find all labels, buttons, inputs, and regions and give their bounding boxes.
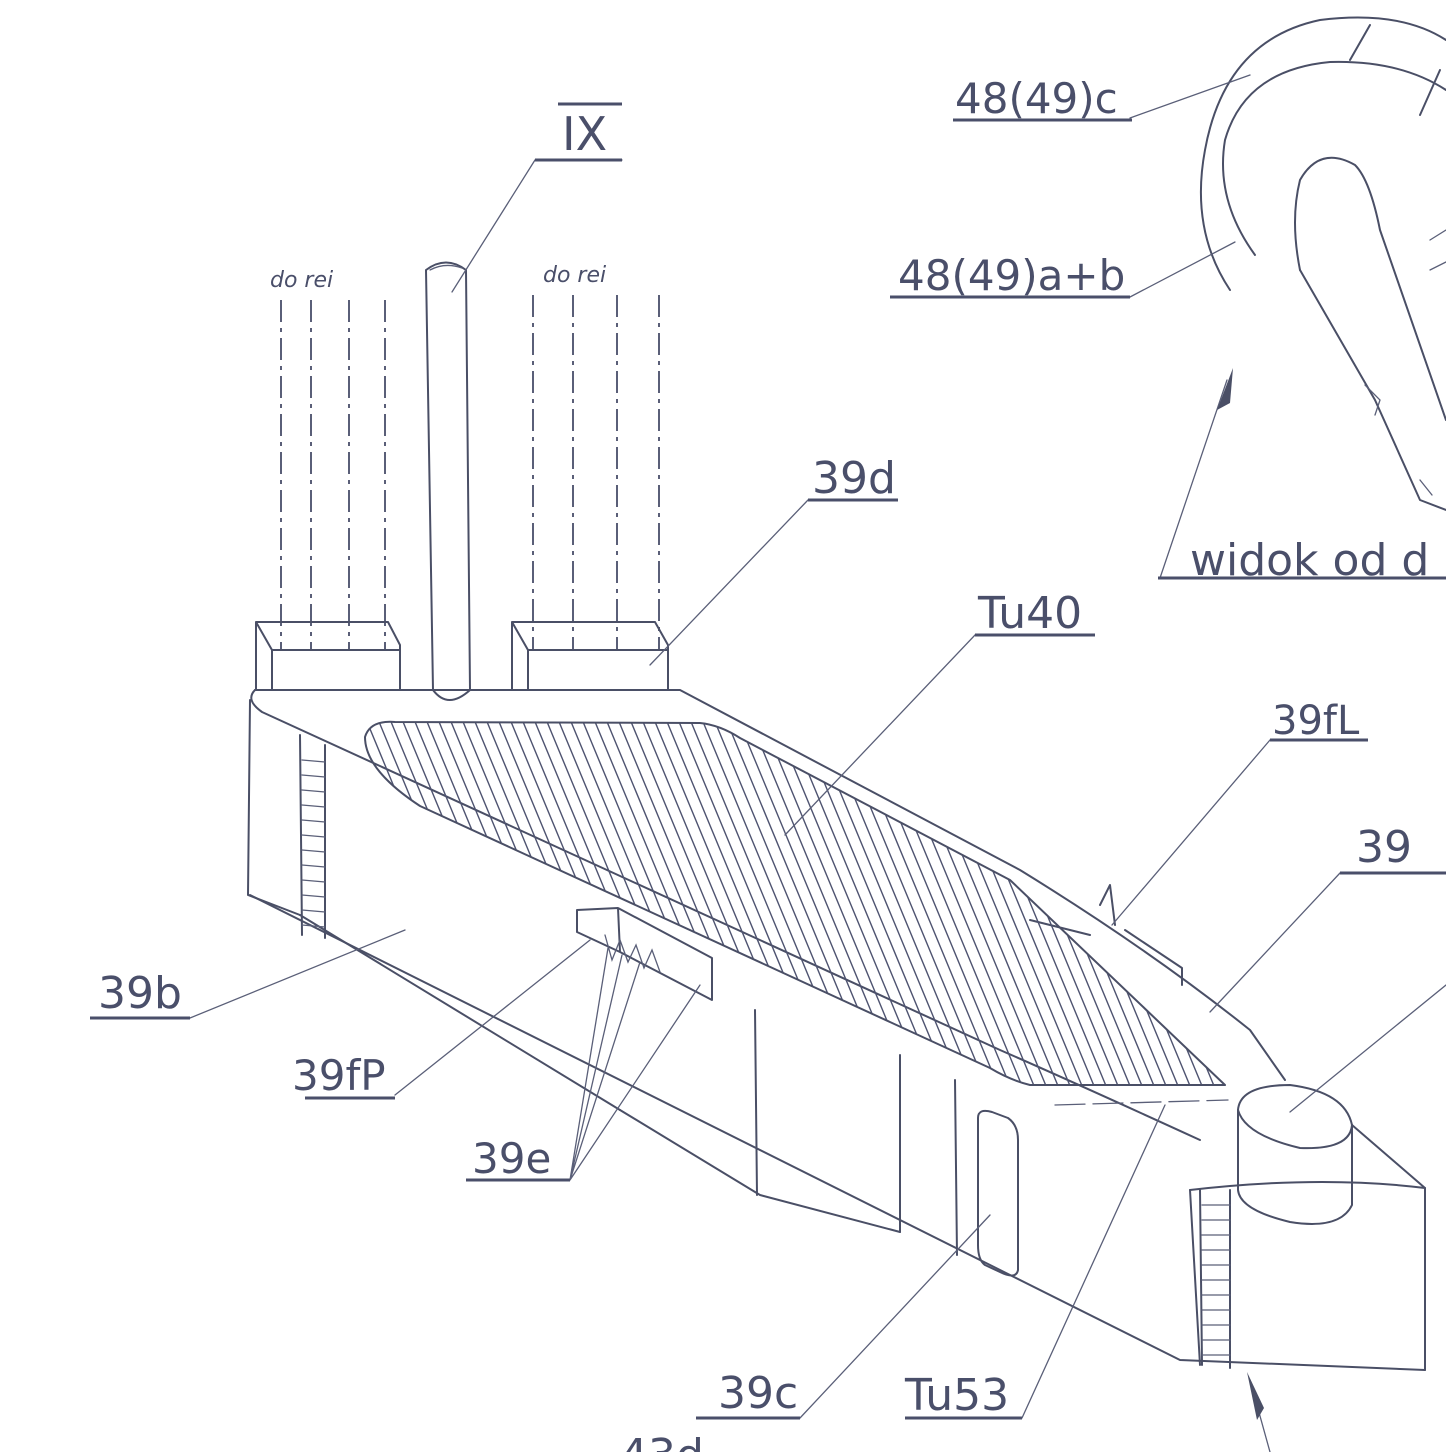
label-48ab: 48(49)a+b xyxy=(890,251,1130,300)
rail-lines-left xyxy=(280,300,386,650)
leader-lines xyxy=(189,74,1446,1452)
label-tu40: Tu40 xyxy=(975,588,1095,639)
pulley-view xyxy=(1199,16,1446,511)
label-43d: 43d xyxy=(620,1430,704,1452)
label-39e-text: 39e xyxy=(472,1134,551,1183)
label-48c-text: 48(49)c xyxy=(955,74,1118,123)
label-39-text: 39 xyxy=(1356,822,1412,873)
hatch-pattern xyxy=(365,700,1446,1110)
main-body xyxy=(247,689,1426,1371)
hatch-line xyxy=(1342,700,1446,1110)
label-39e: 39e xyxy=(466,1134,570,1183)
hatched-section xyxy=(364,700,1446,1110)
hatch-line xyxy=(1294,700,1446,1110)
label-39: 39 xyxy=(1340,822,1446,875)
label-39d-text: 39d xyxy=(812,453,896,504)
hatch-line xyxy=(1306,700,1446,1110)
label-ix-text: IX xyxy=(562,107,607,161)
label-48c: 48(49)c xyxy=(953,74,1132,123)
hatch-line xyxy=(1378,700,1446,1110)
rail-box-right xyxy=(511,621,669,691)
rail-box-left xyxy=(255,621,401,691)
pipe-ix xyxy=(425,261,471,701)
hatch-line xyxy=(1149,721,1225,1085)
label-ix: IX xyxy=(535,102,622,162)
label-tu53-text: Tu53 xyxy=(904,1370,1009,1421)
hatch-line xyxy=(1113,721,1225,1085)
label-39b: 39b xyxy=(90,968,190,1020)
hatch-line xyxy=(1209,721,1225,1085)
hatch-line xyxy=(1137,721,1225,1085)
label-39fL: 39fL xyxy=(1270,698,1368,744)
hatch-line xyxy=(365,721,433,1085)
hatch-line xyxy=(1318,700,1446,1110)
hatch-line xyxy=(1185,721,1225,1085)
hatch-line xyxy=(1282,700,1446,1110)
label-39fP-text: 39fP xyxy=(292,1051,386,1100)
hatch-line xyxy=(1125,721,1225,1085)
hatch-line xyxy=(1246,700,1416,1110)
view-arrow xyxy=(1158,368,1446,580)
hatch-line xyxy=(1173,721,1225,1085)
label-do-rei-right: do rei xyxy=(543,263,606,288)
label-39b-text: 39b xyxy=(98,968,182,1019)
hatch-line xyxy=(1258,700,1428,1110)
hatch-line xyxy=(1330,700,1446,1110)
label-tu40-text: Tu40 xyxy=(977,588,1082,639)
label-48ab-text: 48(49)a+b xyxy=(898,251,1125,300)
hatch-line xyxy=(1366,700,1446,1110)
label-39d: 39d xyxy=(808,453,898,504)
hatch-line xyxy=(1234,700,1404,1110)
hatch-line xyxy=(1390,700,1446,1110)
rail-lines-right xyxy=(532,295,660,650)
label-39fL-text: 39fL xyxy=(1272,698,1360,744)
label-widok: widok od d xyxy=(1190,535,1429,586)
label-39c: 39c xyxy=(696,1368,800,1420)
label-tu53: Tu53 xyxy=(904,1370,1022,1421)
hatch-line xyxy=(1197,721,1225,1085)
hatch-line xyxy=(1221,721,1225,1085)
label-do-rei-left: do rei xyxy=(270,268,333,293)
label-39fP: 39fP xyxy=(292,1051,395,1100)
label-39c-text: 39c xyxy=(718,1368,798,1419)
hatch-line xyxy=(1270,700,1440,1110)
